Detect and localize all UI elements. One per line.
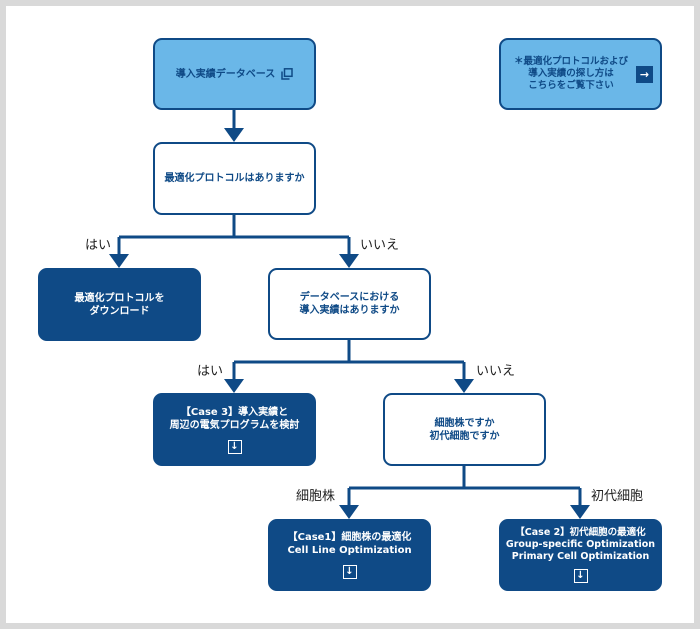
- arrowhead: [454, 379, 474, 393]
- question-protocol: 最適化プロトコルはありますか: [153, 142, 316, 215]
- arrowhead: [109, 254, 129, 268]
- arrow-right-icon[interactable]: →: [636, 65, 653, 83]
- search-guide-link-box[interactable]: ＊最適化プロトコルおよび 導入実績の探し方は こちらをご覧下さい →: [499, 38, 662, 110]
- edge-label-primary: 初代細胞: [591, 489, 644, 504]
- case2-label: 【Case 2】初代細胞の最適化 Group-specific Optimiza…: [505, 527, 656, 562]
- question-celltype: 細胞株ですか 初代細胞ですか: [383, 393, 546, 466]
- database-link-box[interactable]: 導入実績データベース: [153, 38, 316, 110]
- down-arrow-icon[interactable]: ↓: [573, 569, 588, 583]
- down-arrow-icon[interactable]: ↓: [227, 439, 242, 454]
- case1-label: 【Case1】細胞株の最適化 Cell Line Optimization: [287, 532, 412, 556]
- edge-label-yes-1: はい: [85, 238, 112, 253]
- arrowhead: [224, 379, 244, 393]
- edge-label-no-2: いいえ: [476, 364, 516, 379]
- case2-box[interactable]: 【Case 2】初代細胞の最適化 Group-specific Optimiza…: [499, 519, 662, 591]
- case3-label: 【Case 3】導入実績と 周辺の電気プログラムを検討: [169, 406, 300, 431]
- arrowhead: [224, 128, 244, 142]
- case1-box[interactable]: 【Case1】細胞株の最適化 Cell Line Optimization ↓: [268, 519, 431, 591]
- arrowhead: [339, 505, 359, 519]
- search-guide-label: ＊最適化プロトコルおよび 導入実績の探し方は こちらをご覧下さい: [513, 56, 628, 91]
- question-celltype-label: 細胞株ですか 初代細胞ですか: [429, 417, 500, 442]
- case3-box[interactable]: 【Case 3】導入実績と 周辺の電気プログラムを検討 ↓: [153, 393, 316, 466]
- arrowhead: [339, 254, 359, 268]
- database-label: 導入実績データベース: [175, 68, 276, 80]
- edge-label-cell-line: 細胞株: [296, 489, 336, 504]
- question-protocol-label: 最適化プロトコルはありますか: [164, 173, 305, 184]
- download-protocol-box[interactable]: 最適化プロトコルを ダウンロード: [38, 268, 201, 341]
- edge-label-yes-2: はい: [197, 364, 224, 379]
- question-records: データベースにおける 導入実績はありますか: [268, 268, 431, 340]
- external-link-icon: [281, 68, 293, 80]
- download-label: 最適化プロトコルを ダウンロード: [74, 292, 165, 317]
- arrowhead: [570, 505, 590, 519]
- down-arrow-icon[interactable]: ↓: [342, 565, 357, 579]
- edge-label-no-1: いいえ: [360, 238, 400, 253]
- question-records-label: データベースにおける 導入実績はありますか: [299, 292, 400, 316]
